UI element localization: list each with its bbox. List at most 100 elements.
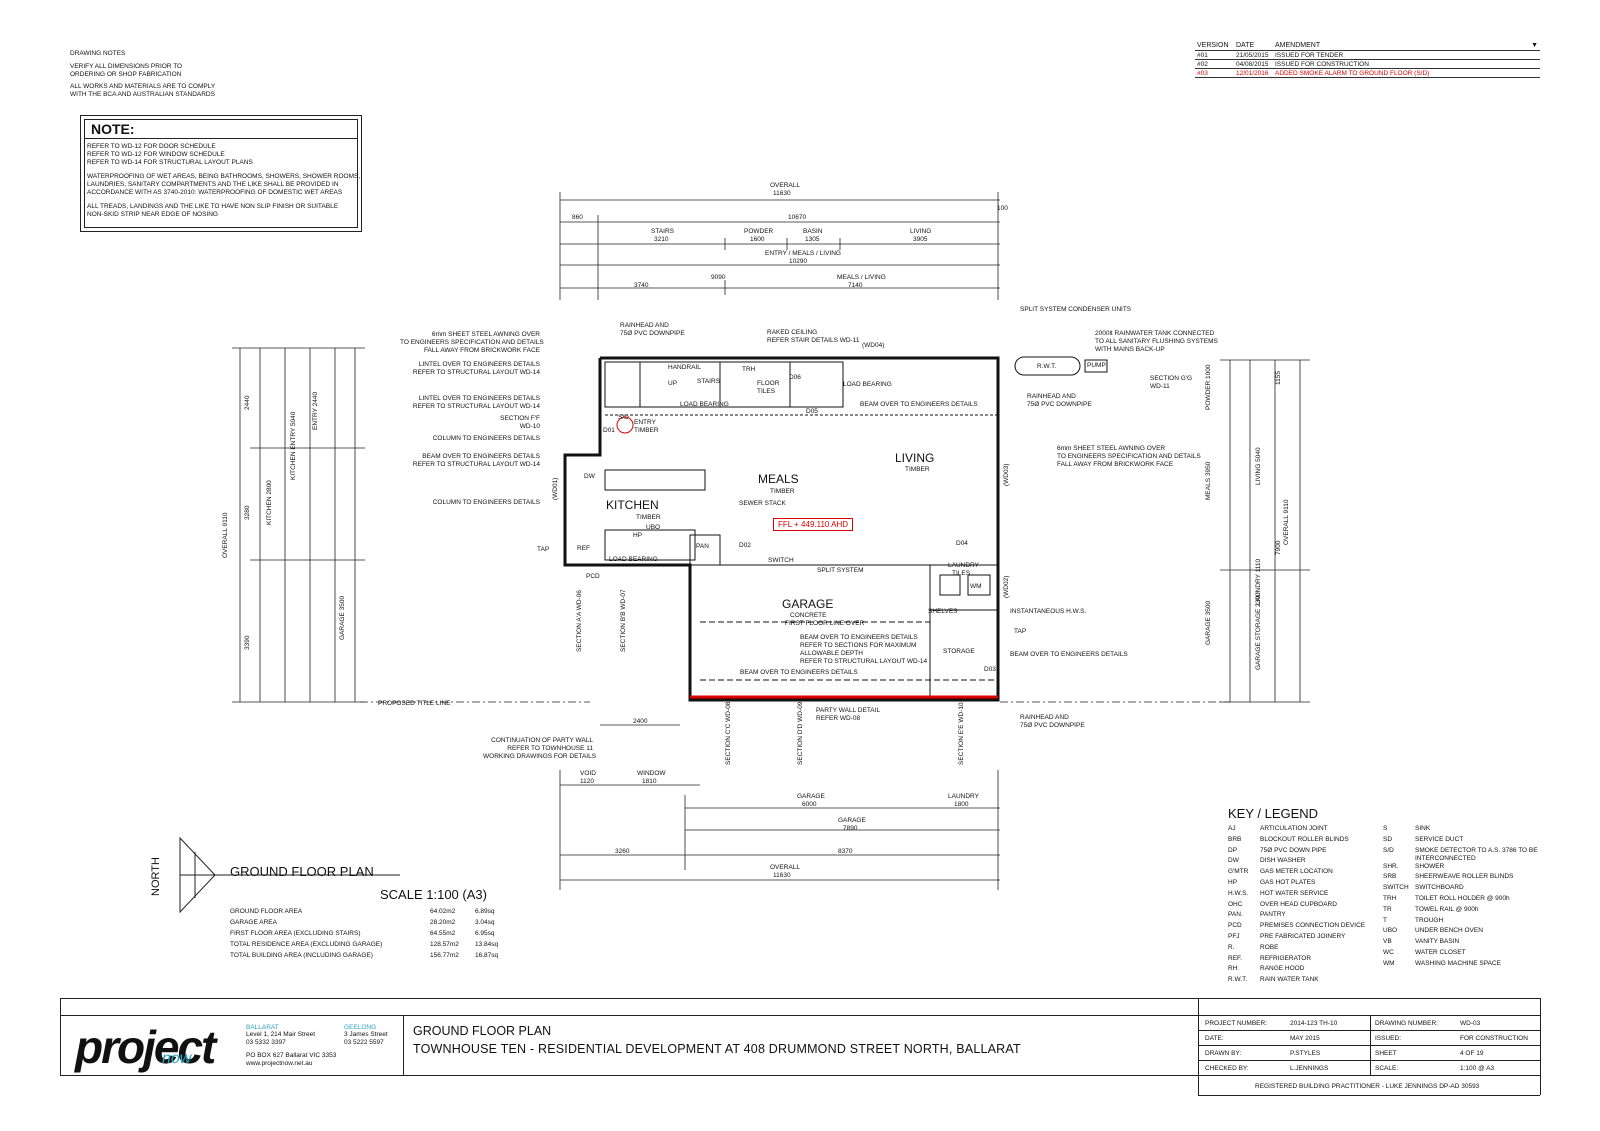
switch-label: SWITCH [768, 557, 794, 564]
legend-value: SHOWER [1415, 862, 1445, 870]
vdim-label: OVERALL 9110 [222, 512, 229, 558]
dim-label: LIVING [910, 228, 932, 235]
callout-line: REFER TO STRUCTURAL LAYOUT WD-14 [800, 658, 928, 665]
note-line: ALL TREADS, LANDINGS AND THE LIKE TO HAV… [87, 203, 339, 210]
vdim-label: LIVING 5040 [1255, 447, 1262, 485]
legend-key: REF. [1228, 954, 1243, 962]
laundry-finish: TILES [952, 570, 971, 577]
legend-value: GAS METER LOCATION [1260, 868, 1333, 876]
meals-finish: TIMBER [770, 488, 795, 495]
dim-value: 11630 [773, 872, 791, 879]
office-line: Level 1, 214 Mair Street [246, 1031, 316, 1038]
callout-line: 75Ø PVC DOWNPIPE [1027, 401, 1092, 408]
legend-row: H.W.S.HOT WATER SERVICE [1228, 890, 1385, 901]
legend-row: R.W.T.RAIN WATER TANK [1228, 976, 1385, 987]
raked-ceiling-label: RAKED CEILING REFER STAIR DETAILS WD-11 [767, 329, 859, 345]
legend-value: DISH WASHER [1260, 857, 1306, 865]
tb-label: DATE: [1205, 1035, 1224, 1042]
sheet-project-name: TOWNHOUSE TEN - RESIDENTIAL DEVELOPMENT … [413, 1042, 1021, 1056]
area-label: TOTAL BUILDING AREA (INCLUDING GARAGE) [230, 952, 373, 959]
version-header: VERSION [1197, 41, 1229, 49]
callout-hws: INSTANTANEOUS H.W.S. [1010, 608, 1087, 615]
section-marker: SECTION B'B WD-07 [620, 589, 627, 652]
dim-value: 3740 [634, 282, 649, 289]
split-system-label: SPLIT SYSTEM [817, 567, 864, 574]
callout-line: RAKED CEILING [767, 329, 818, 336]
dim-value: 2400 [633, 718, 648, 725]
dim-value: 10670 [788, 214, 807, 221]
legend-key: H.W.S. [1228, 889, 1249, 897]
callout-line: PARTY WALL DETAIL [816, 707, 881, 714]
tb-value: WD-03 [1460, 1020, 1481, 1027]
legend-title: KEY / LEGEND [1228, 806, 1319, 821]
dim-label: POWDER [744, 228, 774, 235]
legend-key: OHC [1228, 900, 1243, 908]
title-line-label: PROPOSED TITLE LINE [378, 700, 451, 707]
vdim-label: 2440 [244, 395, 251, 410]
legend-key: WC [1383, 948, 1394, 956]
dim-label: GARAGE [838, 817, 866, 824]
dim-value: 1800 [954, 801, 969, 808]
vdim-label: OVERALL 9110 [1283, 499, 1290, 545]
tb-value: MAY 2015 [1290, 1035, 1320, 1042]
dim-value: 1120 [580, 778, 594, 785]
callout-line: BEAM OVER TO ENGINEERS DETAILS [422, 453, 540, 460]
legend-key: DP [1228, 846, 1238, 854]
version-table: VERSION DATE AMENDMENT ▼ #01 21/05/2015 … [1195, 40, 1540, 78]
first-floor-line-label: FIRST FLOOR LINE OVER [785, 620, 865, 627]
legend-value: RAIN WATER TANK [1260, 976, 1319, 984]
callout-line: 75Ø PVC DOWNPIPE [620, 330, 685, 337]
note-title: NOTE: [91, 121, 135, 137]
callout-section-g: SECTION G'G WD-11 [1150, 375, 1192, 391]
section-marker: SECTION D'D WD-09 [797, 701, 804, 765]
note-line: REFER TO WD-14 FOR STRUCTURAL LAYOUT PLA… [87, 159, 253, 166]
room-garage: GARAGE [782, 597, 834, 611]
party-wall-continuation: CONTINUATION OF PARTY WALL REFER TO TOWN… [483, 737, 596, 761]
area-row: FIRST FLOOR AREA (EXCLUDING STAIRS) 64.5… [230, 928, 498, 939]
area-row: TOTAL BUILDING AREA (INCLUDING GARAGE) 1… [230, 950, 498, 961]
callout-line: REFER TO STRUCTURAL LAYOUT WD-14 [412, 461, 540, 468]
dim-value: 1810 [642, 778, 657, 785]
legend-row: SHR.SHOWER [1383, 863, 1540, 874]
callout-line: REFER TO TOWNHOUSE 11 [507, 745, 593, 752]
dim-label: LAUNDRY [948, 793, 979, 800]
website-link[interactable]: www.projectnow.net.au [246, 1060, 313, 1067]
dim-value: 860 [572, 214, 583, 221]
legend-key: T [1383, 916, 1387, 924]
dim-value: 7890 [843, 825, 858, 832]
beam-garage-label: BEAM OVER TO ENGINEERS DETAILS REFER TO … [800, 634, 927, 666]
legend-key: WM [1383, 959, 1395, 967]
floor-tiles-label: FLOOR TILES [757, 380, 780, 395]
dim-label: GARAGE [797, 793, 825, 800]
legend-key: SWITCH [1383, 884, 1409, 892]
vdim-label: 3390 [244, 635, 251, 650]
callout-line: WITH MAINS BACK-UP [1095, 346, 1165, 353]
sewer-stack-label: SEWER STACK [739, 500, 786, 507]
collapse-triangle-icon[interactable]: ▼ [1531, 41, 1538, 49]
vdim-label: KITCHEN ENTRY 5040 [290, 411, 297, 480]
legend-value: SHEERWEAVE ROLLER BLINDS [1415, 873, 1514, 881]
legend-value: RANGE HOOD [1260, 965, 1305, 973]
area-sq: 16.87sq [475, 952, 499, 959]
party-wall-label: PARTY WALL DETAIL REFER WD-08 [816, 707, 880, 723]
callout-split: SPLIT SYSTEM CONDENSER UNITS [1020, 306, 1132, 313]
legend-row: R.ROBE [1228, 944, 1385, 955]
area-m2: 156.77m2 [430, 952, 459, 959]
callout-line: 2000lt RAINWATER TANK CONNECTED [1095, 330, 1215, 337]
version-cell: #02 [1195, 59, 1234, 69]
dim-value: 7140 [848, 282, 863, 289]
office-line: 3 James Street [344, 1031, 388, 1038]
callout-line: 6mm SHEET STEEL AWNING OVER [431, 331, 540, 338]
pump-label: PUMP [1087, 362, 1106, 369]
section-marker: SECTION E'E WD-10 [958, 702, 965, 765]
dim-label: VOID [580, 770, 596, 777]
note-line: REFER TO WD-12 FOR DOOR SCHEDULE [87, 143, 216, 150]
legend-value: ARTICULATION JOINT [1260, 825, 1328, 832]
note-line: NON-SKID STRIP NEAR EDGE OF NOSING [87, 211, 218, 218]
drawing-note-line: VERIFY ALL DIMENSIONS PRIOR TO [70, 63, 183, 70]
callout-line: FALL AWAY FROM BRICKWORK FACE [1057, 461, 1174, 468]
